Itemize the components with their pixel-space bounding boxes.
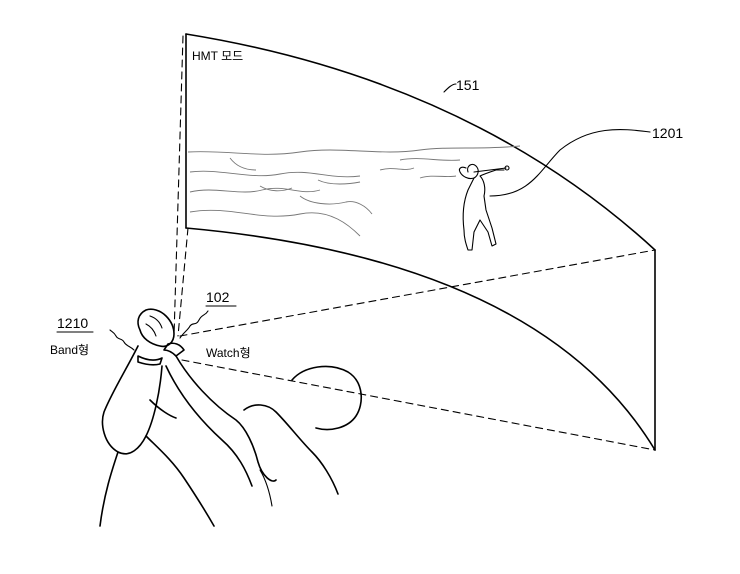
screen-top-edge — [185, 33, 656, 251]
projection-line-right-bottom — [181, 359, 656, 451]
projection-line-left — [177, 227, 189, 337]
ref-1210: 1210 — [57, 315, 88, 331]
projection-line-right-top — [179, 249, 656, 337]
golfer-figure — [458, 163, 510, 251]
ref-102: 102 — [206, 289, 230, 305]
leader-102 — [179, 310, 209, 339]
leader-151 — [443, 83, 457, 93]
band-type-label: Band형 — [50, 343, 89, 357]
hands — [137, 308, 175, 348]
scenery-sketch — [187, 145, 521, 237]
hmt-mode-label: HMT 모드 — [192, 49, 243, 63]
ref-1201: 1201 — [652, 125, 683, 141]
leader-1201 — [489, 129, 651, 197]
screen-bottom-edge — [185, 227, 656, 451]
watch-device — [163, 342, 185, 357]
watch-type-label: Watch형 — [206, 346, 251, 360]
hmt-virtual-screen — [185, 33, 656, 451]
ref-151: 151 — [456, 77, 480, 93]
person-figure — [99, 308, 363, 527]
band-device — [137, 355, 163, 366]
leader-1210 — [109, 329, 135, 351]
projection-lines — [173, 35, 656, 451]
projection-line-top — [173, 35, 184, 337]
